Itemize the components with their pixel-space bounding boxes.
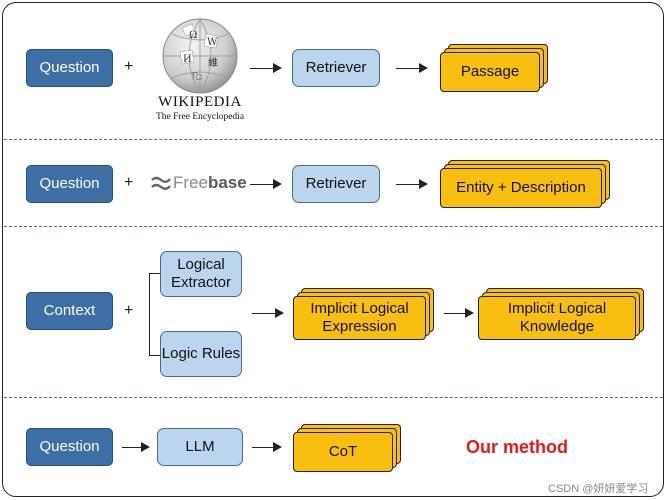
freebase-logo-icon [151, 176, 171, 190]
branch-bracket [149, 273, 160, 356]
row3-plus: + [124, 302, 134, 319]
logical-extractor-box: Logical Extractor [160, 251, 242, 297]
arrow-right-icon [250, 179, 282, 189]
row2-question-box: Question [26, 165, 113, 203]
implicit-logical-expression-box: Implicit Logical Expression [293, 296, 426, 340]
svg-text:Ω: Ω [189, 30, 197, 41]
row1-passage-stack: Passage [440, 44, 548, 92]
arrow-right-icon [396, 63, 428, 73]
implicit-knowledge-stack: Implicit Logical Knowledge [478, 288, 644, 340]
row2-entity-stack: Entity + Description [440, 160, 610, 208]
row1-plus: + [124, 58, 134, 75]
watermark: CSDN @妍妍爱学习 [548, 483, 649, 495]
arrow-right-icon [250, 63, 282, 73]
cot-box: CoT [293, 432, 393, 472]
row1-passage-box: Passage [440, 52, 540, 92]
cot-stack: CoT [293, 424, 401, 472]
arrow-right-icon [252, 442, 282, 452]
row2-plus: + [124, 174, 134, 191]
row2-entity-description-box: Entity + Description [440, 168, 602, 208]
svg-text:И: И [183, 54, 192, 65]
freebase-logo: Freebase [150, 173, 247, 193]
logic-rules-box: Logic Rules [160, 331, 242, 377]
implicit-logical-knowledge-box: Implicit Logical Knowledge [478, 296, 636, 340]
implicit-expression-stack: Implicit Logical Expression [293, 288, 434, 340]
row-divider [4, 139, 663, 140]
arrow-right-icon [444, 308, 474, 318]
row-divider [4, 397, 663, 398]
row3-context-box: Context [26, 292, 113, 330]
row4-question-box: Question [26, 428, 113, 466]
our-method-label: Our method [466, 437, 568, 457]
row2-retriever-box: Retriever [292, 165, 380, 203]
wikipedia-tagline: The Free Encyclopedia [155, 112, 245, 122]
row1-retriever-box: Retriever [292, 49, 380, 87]
llm-box: LLM [157, 428, 243, 466]
arrow-right-icon [252, 308, 284, 318]
svg-text:ি: ি [191, 72, 203, 83]
svg-text:W: W [207, 37, 218, 48]
freebase-wordmark: Freebase [173, 173, 247, 192]
arrow-right-icon [122, 442, 150, 452]
wikipedia-globe-icon: Ω W И 維 ি [162, 18, 238, 94]
row-divider [4, 226, 663, 227]
row1-question-box: Question [26, 49, 113, 87]
svg-text:維: 維 [208, 56, 218, 69]
wikipedia-wordmark: WIKIPEDIA [158, 94, 242, 110]
arrow-right-icon [396, 179, 428, 189]
